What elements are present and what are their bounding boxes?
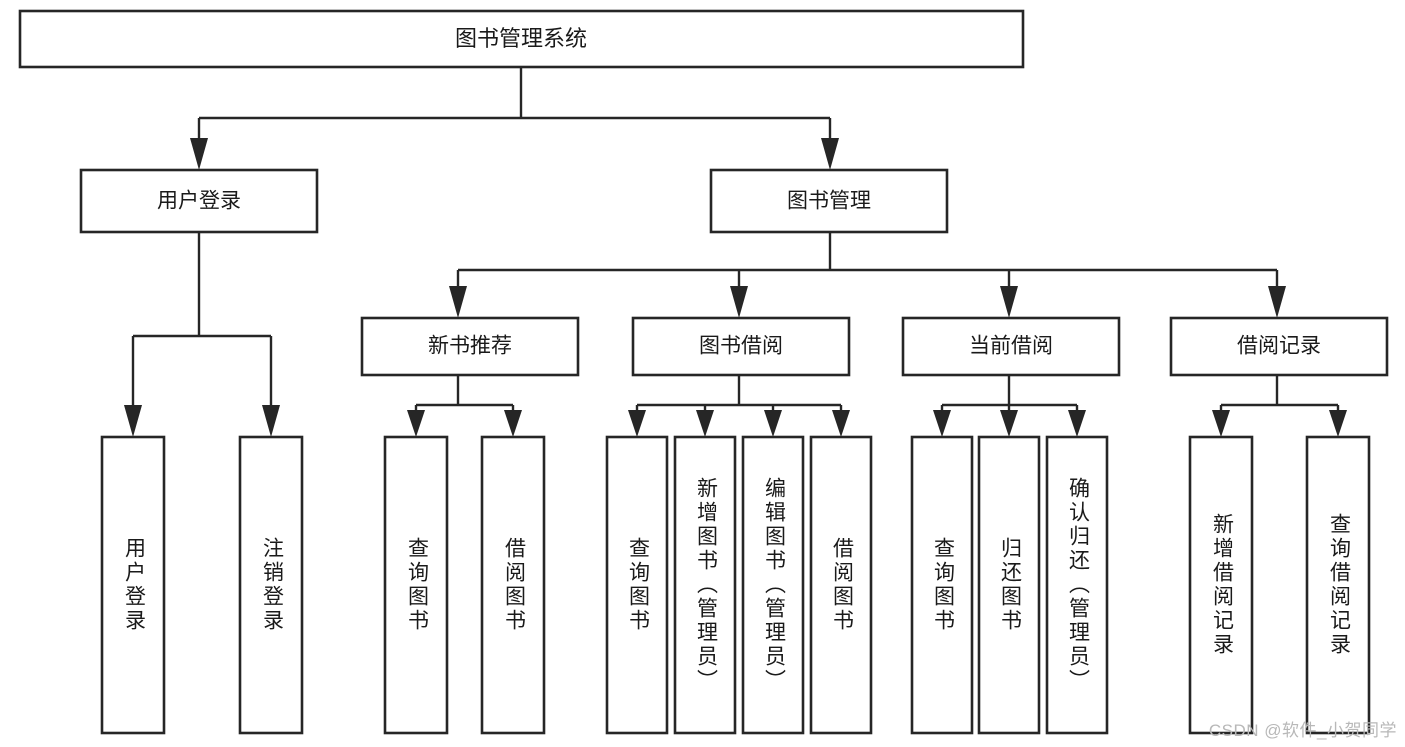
node-leaf-cb-confirm-return-box[interactable]	[1045, 435, 1109, 735]
arrow-cb-leaf-1	[933, 410, 951, 437]
csdn-watermark: CSDN @软件_小贺同学	[1208, 721, 1397, 740]
node-borrow-records-box[interactable]	[1169, 316, 1389, 377]
node-leaf-bb-add-book-box[interactable]	[673, 435, 737, 735]
node-leaf-nb-borrow-book-label: 借阅图书	[502, 537, 526, 633]
arrow-bm-to-book-borrow	[730, 286, 748, 318]
arrow-user-login-leaf-1	[124, 405, 142, 437]
node-leaf-logout-box[interactable]	[238, 435, 304, 735]
node-current-borrow-label: 当前借阅	[969, 335, 1053, 358]
arrow-cb-leaf-3	[1068, 410, 1086, 437]
connectors-borrow-records-to-leaves	[1212, 375, 1347, 437]
node-leaf-br-add-record-label: 新增借阅记录	[1210, 513, 1234, 657]
node-leaf-nb-borrow-book-box[interactable]	[480, 435, 546, 735]
node-leaf-bb-borrow-book-label: 借阅图书	[830, 537, 854, 633]
node-leaf-cb-query-book-box[interactable]	[910, 435, 974, 735]
arrow-root-to-user-login	[190, 138, 208, 170]
node-leaf-user-login-label: 用户登录	[122, 537, 146, 633]
arrow-bb-leaf-1	[628, 410, 646, 437]
node-leaf-br-add-record-box[interactable]	[1188, 435, 1254, 735]
node-user-login[interactable]: 用户登录	[79, 168, 319, 234]
arrow-root-to-book-manage	[821, 138, 839, 170]
node-leaf-bb-edit-book-box[interactable]	[741, 435, 805, 735]
node-leaf-bb-edit-book[interactable]: 编辑图书（管理员）	[741, 435, 805, 735]
node-leaf-logout[interactable]: 注销登录	[238, 435, 304, 735]
node-leaf-bb-edit-book-label: 编辑图书（管理员）	[762, 477, 786, 693]
node-leaf-cb-query-book[interactable]: 查询图书	[910, 435, 974, 735]
connectors-book-manage-to-level2	[449, 232, 1286, 318]
node-current-borrow-box[interactable]	[901, 316, 1121, 377]
node-leaf-br-query-record-label: 查询借阅记录	[1327, 513, 1351, 657]
node-leaf-bb-borrow-book[interactable]: 借阅图书	[809, 435, 873, 735]
node-leaf-cb-return-book[interactable]: 归还图书	[977, 435, 1041, 735]
connectors-current-borrow-to-leaves	[933, 375, 1086, 437]
node-leaf-nb-borrow-book[interactable]: 借阅图书	[480, 435, 546, 735]
node-leaf-cb-confirm-return-label: 确认归还（管理员）	[1066, 477, 1090, 693]
node-leaf-bb-query-book-label: 查询图书	[626, 537, 650, 633]
node-leaf-cb-confirm-return[interactable]: 确认归还（管理员）	[1045, 435, 1109, 735]
arrow-bm-to-borrow-records	[1268, 286, 1286, 318]
node-leaf-user-login[interactable]: 用户登录	[100, 435, 166, 735]
node-borrow-records[interactable]: 借阅记录	[1169, 316, 1389, 377]
arrow-user-login-leaf-2	[262, 405, 280, 437]
node-current-borrow[interactable]: 当前借阅	[901, 316, 1121, 377]
node-root[interactable]: 图书管理系统	[18, 9, 1025, 69]
node-book-borrow-box[interactable]	[631, 316, 851, 377]
node-leaf-user-login-box[interactable]	[100, 435, 166, 735]
node-borrow-records-label: 借阅记录	[1237, 335, 1321, 358]
node-root-box[interactable]	[18, 9, 1025, 69]
connectors-new-book-to-leaves	[407, 375, 522, 437]
node-leaf-cb-return-book-label: 归还图书	[998, 537, 1022, 633]
arrow-bb-leaf-4	[832, 410, 850, 437]
node-book-borrow-label: 图书借阅	[699, 335, 783, 358]
arrow-nb-leaf-1	[407, 410, 425, 437]
node-leaf-nb-query-book-box[interactable]	[383, 435, 449, 735]
arrow-bb-leaf-2	[696, 410, 714, 437]
node-leaf-cb-return-book-box[interactable]	[977, 435, 1041, 735]
arrow-bm-to-new-book	[449, 286, 467, 318]
node-book-borrow[interactable]: 图书借阅	[631, 316, 851, 377]
node-new-book-recommend-box[interactable]	[360, 316, 580, 377]
arrow-br-leaf-1	[1212, 410, 1230, 437]
connectors-book-borrow-to-leaves	[628, 375, 850, 437]
connectors-user-login-to-leaves	[124, 232, 280, 437]
node-leaf-nb-query-book[interactable]: 查询图书	[383, 435, 449, 735]
node-leaf-cb-query-book-label: 查询图书	[931, 537, 955, 633]
arrow-nb-leaf-2	[504, 410, 522, 437]
node-leaf-bb-borrow-book-box[interactable]	[809, 435, 873, 735]
node-leaf-nb-query-book-label: 查询图书	[405, 537, 429, 633]
node-book-manage-box[interactable]	[709, 168, 949, 234]
node-leaf-bb-query-book-box[interactable]	[605, 435, 669, 735]
node-leaf-br-query-record-box[interactable]	[1305, 435, 1371, 735]
node-leaf-logout-label: 注销登录	[260, 537, 284, 633]
node-leaf-bb-add-book-label: 新增图书（管理员）	[694, 477, 718, 693]
node-leaf-br-add-record[interactable]: 新增借阅记录	[1188, 435, 1254, 735]
arrow-bm-to-current-borrow	[1000, 286, 1018, 318]
node-leaf-bb-add-book[interactable]: 新增图书（管理员）	[673, 435, 737, 735]
node-book-manage-label: 图书管理	[787, 190, 871, 213]
node-root-label: 图书管理系统	[455, 26, 587, 51]
arrow-cb-leaf-2	[1000, 410, 1018, 437]
node-user-login-label: 用户登录	[157, 190, 241, 213]
arrow-br-leaf-2	[1329, 410, 1347, 437]
arrow-bb-leaf-3	[764, 410, 782, 437]
node-new-book-recommend-label: 新书推荐	[428, 335, 512, 358]
node-user-login-box[interactable]	[79, 168, 319, 234]
node-book-manage[interactable]: 图书管理	[709, 168, 949, 234]
connectors-root-to-level1	[190, 67, 839, 170]
node-leaf-br-query-record[interactable]: 查询借阅记录	[1305, 435, 1371, 735]
node-new-book-recommend[interactable]: 新书推荐	[360, 316, 580, 377]
node-leaf-bb-query-book[interactable]: 查询图书	[605, 435, 669, 735]
